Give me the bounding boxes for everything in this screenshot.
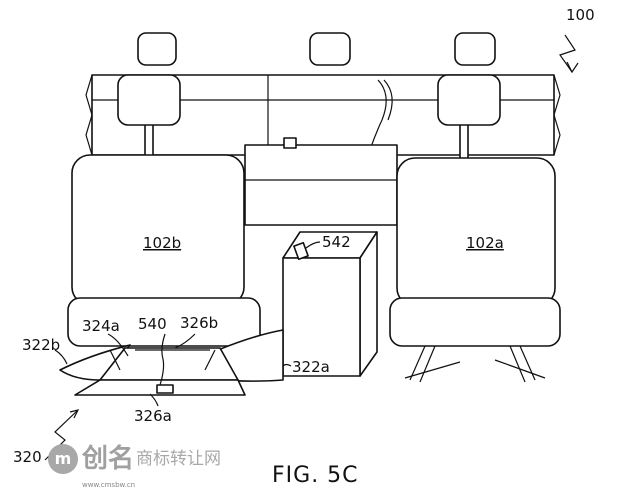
label-100: 100 [566,6,595,24]
watermark-url: www.cmsbw.cn [82,481,136,489]
label-322a: 322a [292,358,330,376]
box-542: 542 [282,231,378,377]
rear-headrests [137,32,496,66]
watermark: m 创名 商标转让网 www.cmsbw.cn [48,444,222,489]
tray-assembly-320 [59,329,284,396]
label-320: 320 [13,448,42,466]
label-324a: 324a [82,317,120,335]
seat-102b: 102b [67,74,261,347]
seat-102a: 102a [389,74,561,383]
label-326b: 326b [180,314,218,332]
figure-title: FIG. 5C [272,463,359,488]
label-102a: 102a [466,234,504,252]
watermark-brand: 创名 [82,444,135,474]
label-542: 542 [322,233,351,251]
watermark-logo: m [48,444,78,474]
label-540: 540 [138,315,167,333]
label-102b: 102b [143,234,181,252]
label-326a: 326a [134,407,172,425]
label-322b: 322b [22,336,60,354]
center-console [244,137,398,226]
watermark-text: 商标转让网 [136,449,222,469]
